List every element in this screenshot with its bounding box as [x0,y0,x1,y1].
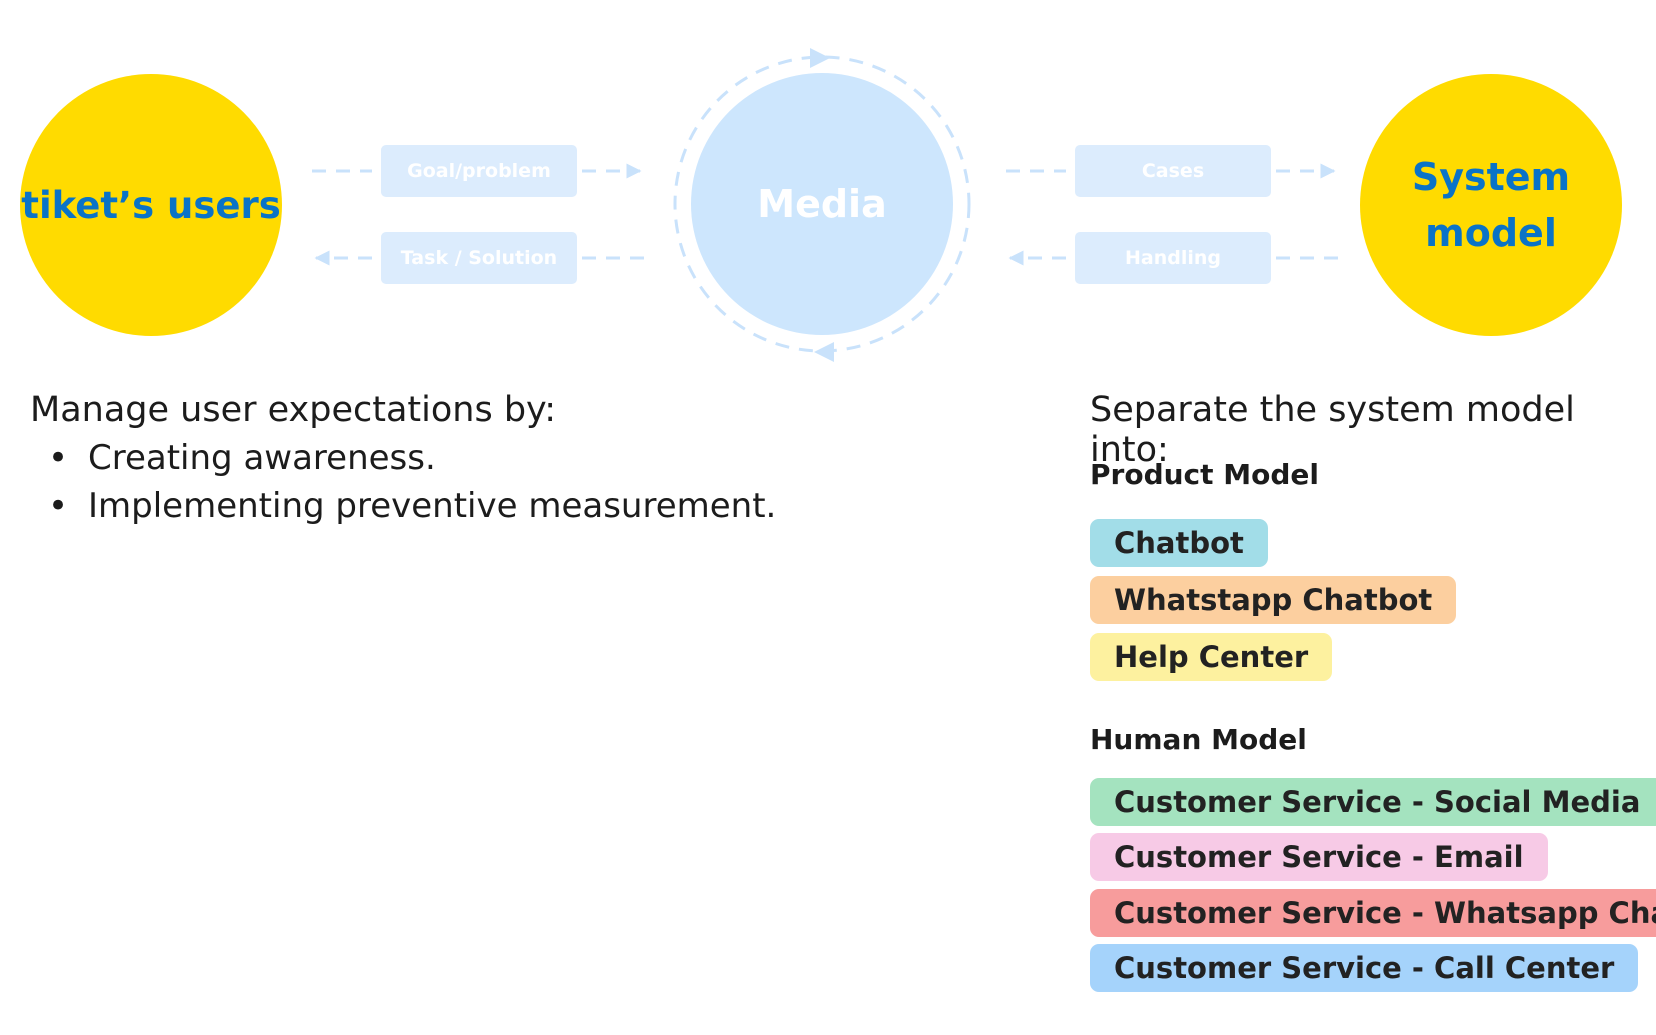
tag-cs-whatsapp-chat-label: Customer Service - Whatsapp Chat [1114,896,1656,930]
tag-cs-email: Customer Service - Email [1090,833,1548,881]
tag-cs-call-center-label: Customer Service - Call Center [1114,951,1615,985]
bullet-dot-icon: • [48,486,69,526]
edge-label-cases-text: Cases [1141,160,1205,182]
left-heading: Manage user expectations by: [30,390,556,430]
node-media-label: Media [757,182,887,226]
left-bullet-2-text: Implementing preventive measurement. [88,486,777,526]
tag-chatbot: Chatbot [1090,519,1268,567]
node-tikets-users-label: tiket’s users [21,183,281,227]
left-bullet-1: • Creating awareness. [48,438,436,478]
node-system-model: System model [1360,74,1622,336]
edge-label-cases: Cases [1075,145,1271,197]
bullet-dot-icon: • [48,438,69,478]
tag-cs-email-label: Customer Service - Email [1114,840,1524,874]
node-system-model-line1: System [1411,155,1571,199]
edge-label-task-solution: Task / Solution [381,232,577,284]
ring-arrow-top-icon [810,48,830,68]
edge-label-task-solution-text: Task / Solution [400,247,558,269]
tag-help-center-label: Help Center [1114,640,1309,674]
tag-cs-whatsapp-chat: Customer Service - Whatsapp Chat [1090,889,1656,937]
tag-whatsapp-chatbot-label: Whatstapp Chatbot [1114,583,1433,617]
left-bullet-1-text: Creating awareness. [88,438,436,478]
tag-cs-call-center: Customer Service - Call Center [1090,944,1639,992]
edge-label-goal-problem-text: Goal/problem [407,160,551,182]
node-tikets-users: tiket’s users [20,74,282,336]
tag-cs-social-media-label: Customer Service - Social Media [1114,785,1641,819]
right-heading: Separate the system model into: [1090,390,1575,470]
left-bullet-2: • Implementing preventive measurement. [48,486,776,526]
tag-cs-social-media: Customer Service - Social Media [1090,778,1656,826]
edge-label-handling: Handling [1075,232,1271,284]
edge-label-goal-problem: Goal/problem [381,145,577,197]
media-cycle-ring [673,55,971,353]
node-system-model-line2: model [1425,211,1557,255]
ring-arrow-bottom-icon [814,342,834,362]
tag-chatbot-label: Chatbot [1114,526,1244,560]
product-model-title: Product Model [1090,458,1320,491]
tag-whatsapp-chatbot: Whatstapp Chatbot [1090,576,1457,624]
node-media: Media [691,73,953,335]
human-model-title: Human Model [1090,723,1307,756]
tag-help-center: Help Center [1090,633,1333,681]
edge-label-handling-text: Handling [1124,247,1221,269]
